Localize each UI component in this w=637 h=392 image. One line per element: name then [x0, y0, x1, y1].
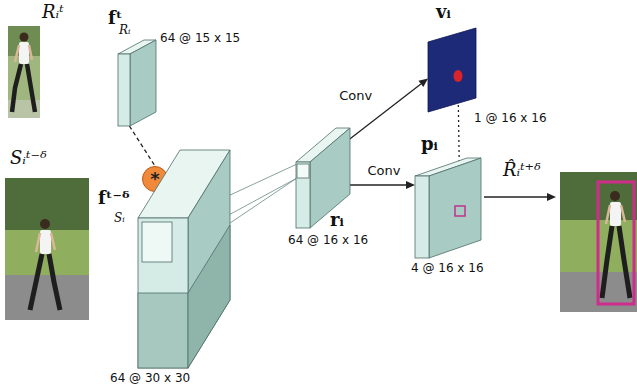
- dimension-label: 4 @ 16 x 16: [411, 262, 484, 276]
- feature-map-block-shape: [415, 158, 481, 258]
- feature-map-block: pᵢ4 @ 16 x 16: [415, 158, 481, 258]
- edge-label: Conv: [367, 164, 402, 179]
- image-label: Sᵢᵗ⁻ᵟ: [10, 148, 47, 169]
- feature-map-block: rᵢ64 @ 16 x 16: [296, 128, 350, 228]
- score-map-shape: [428, 28, 476, 112]
- bounding-box: [598, 182, 634, 304]
- edge-label: Conv: [338, 89, 373, 104]
- connector: [350, 181, 415, 189]
- variable-label: vᵢ: [436, 2, 451, 23]
- variable-label: Sᵢ: [114, 212, 125, 226]
- score-map: vᵢ1 @ 16 x 16: [428, 28, 476, 112]
- variable-label: rᵢ: [330, 210, 344, 231]
- output-photo: [560, 172, 637, 312]
- dimension-label: 64 @ 16 x 16: [288, 234, 368, 248]
- search-region-photo: [5, 178, 89, 320]
- variable-label: pᵢ: [421, 134, 438, 155]
- dimension-label: 64 @ 15 x 15: [160, 32, 240, 46]
- image-label: Rᵢᵗ: [42, 2, 64, 23]
- dimension-label: 64 @ 30 x 30: [110, 372, 190, 386]
- output-label: R̂ᵢᵗ⁺ᵟ: [503, 160, 541, 181]
- dimension-label: 1 @ 16 x 16: [474, 112, 547, 126]
- output-arrow: [484, 193, 556, 201]
- pedestrian-photo: [8, 26, 40, 118]
- connector: [129, 126, 155, 166]
- feature-map-block-shape: [138, 150, 230, 368]
- feature-map-block-shape: [118, 40, 156, 126]
- feature-map-block: fᵗ⁻ᵟSᵢ64 @ 30 x 30: [138, 150, 230, 368]
- variable-label: Rᵢ: [119, 24, 130, 38]
- feature-map-block: fᵗRᵢ64 @ 15 x 15: [118, 40, 156, 126]
- variable-label: fᵗ⁻ᵟ: [98, 188, 129, 209]
